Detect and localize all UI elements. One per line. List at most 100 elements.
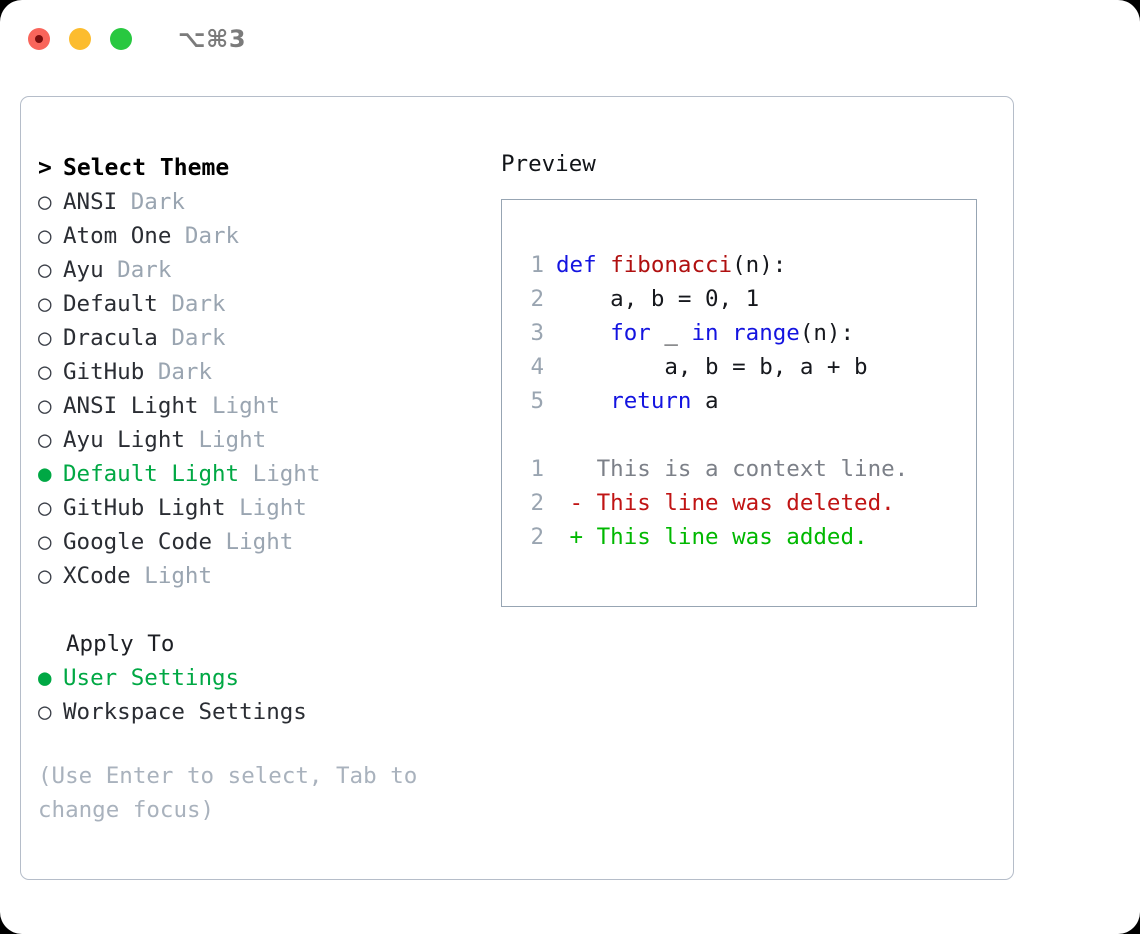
theme-option-dracula[interactable]: ○ Dracula Dark bbox=[38, 321, 478, 355]
theme-category-badge: Dark bbox=[103, 257, 172, 283]
diff-line: 2 + This line was added. bbox=[522, 520, 908, 554]
line-number: 4 bbox=[530, 354, 544, 380]
theme-option-google-code[interactable]: ○ Google Code Light bbox=[38, 525, 478, 559]
theme-option-label: XCode bbox=[63, 563, 131, 589]
code-token: def bbox=[556, 252, 611, 278]
apply-to-option-workspace-settings[interactable]: ○ Workspace Settings bbox=[38, 695, 478, 729]
code-token: fibonacci bbox=[610, 252, 733, 278]
code-line: 2 a, b = 0, 1 bbox=[522, 282, 908, 316]
radio-selected-icon: ● bbox=[38, 665, 52, 691]
theme-category-badge: Dark bbox=[157, 291, 226, 317]
theme-option-label: ANSI Light bbox=[63, 393, 199, 419]
theme-list-column: > Select Theme ○ ANSI Dark ○ Atom One Dark ○ A… bbox=[38, 151, 478, 827]
window-controls bbox=[28, 28, 132, 50]
keyboard-shortcut-label: ⌥⌘3 bbox=[178, 25, 247, 53]
diff-marker: - bbox=[556, 490, 597, 516]
code-line: 5 return a bbox=[522, 384, 908, 418]
prompt-marker: > bbox=[38, 155, 52, 181]
code-token: in bbox=[691, 320, 719, 346]
theme-category-badge: Dark bbox=[144, 359, 213, 385]
theme-option-label: Ayu bbox=[63, 257, 104, 283]
radio-unselected-icon: ○ bbox=[38, 427, 52, 453]
code-token: a, b = b, a + b bbox=[556, 354, 868, 380]
theme-option-ansi-light[interactable]: ○ANSI Light Light bbox=[38, 389, 478, 423]
theme-option-github-light[interactable]: ○ GitHub Light Light bbox=[38, 491, 478, 525]
theme-category-badge: Dark bbox=[157, 325, 226, 351]
theme-option-github[interactable]: ○ GitHub Dark bbox=[38, 355, 478, 389]
radio-unselected-icon: ○ bbox=[38, 189, 52, 215]
close-icon bbox=[35, 35, 43, 43]
diff-line-text: This line was deleted. bbox=[596, 490, 895, 516]
theme-category-badge: Light bbox=[130, 563, 213, 589]
theme-option-atom-one[interactable]: ○ Atom One Dark bbox=[38, 219, 478, 253]
code-token bbox=[556, 388, 610, 414]
theme-option-label: ANSI bbox=[63, 189, 118, 215]
diff-marker: + bbox=[556, 524, 597, 550]
radio-unselected-icon: ○ bbox=[38, 291, 52, 317]
page-title: Select Theme bbox=[63, 155, 230, 181]
spacer bbox=[38, 593, 478, 627]
line-number: 3 bbox=[530, 320, 544, 346]
radio-unselected-icon: ○ bbox=[38, 699, 52, 725]
apply-to-option-user-settings[interactable]: ● User Settings bbox=[38, 661, 478, 695]
radio-unselected-icon: ○ bbox=[38, 257, 52, 283]
theme-option-default-light[interactable]: ●Default Light Light bbox=[38, 457, 478, 491]
preview-heading: Preview bbox=[501, 151, 596, 177]
apply-to-options-list[interactable]: ● User Settings ○ Workspace Settings bbox=[38, 661, 478, 729]
apply-to-option-label: Workspace Settings bbox=[63, 699, 307, 725]
theme-category-badge: Light bbox=[212, 529, 294, 555]
code-token: a, b = 0, 1 bbox=[556, 286, 760, 312]
radio-selected-icon: ● bbox=[38, 461, 52, 487]
code-diff-separator bbox=[522, 418, 908, 452]
theme-option-ayu[interactable]: ○ Ayu Dark bbox=[38, 253, 478, 287]
apply-to-option-label: User Settings bbox=[63, 665, 240, 691]
code-token: (n): bbox=[799, 320, 855, 346]
minimize-button[interactable] bbox=[69, 28, 91, 50]
theme-option-label: Ayu Light bbox=[63, 427, 185, 453]
keyboard-hint-text: (Use Enter to select, Tab to change focu… bbox=[38, 763, 418, 823]
diff-line-number: 2 bbox=[530, 490, 544, 516]
theme-option-ayu-light[interactable]: ○ Ayu Light Light bbox=[38, 423, 478, 457]
radio-unselected-icon: ○ bbox=[38, 495, 52, 521]
theme-options-list[interactable]: ○ ANSI Dark ○ Atom One Dark ○ Ayu Dark ○ Defaul… bbox=[38, 185, 478, 593]
radio-unselected-icon: ○ bbox=[38, 325, 52, 351]
radio-unselected-icon: ○ bbox=[38, 529, 52, 555]
theme-option-xcode[interactable]: ○XCode Light bbox=[38, 559, 478, 593]
theme-option-default[interactable]: ○ Default Dark bbox=[38, 287, 478, 321]
maximize-button[interactable] bbox=[110, 28, 132, 50]
code-token: a bbox=[691, 388, 719, 414]
code-token: range bbox=[732, 320, 800, 346]
radio-unselected-icon: ○ bbox=[38, 223, 52, 249]
theme-option-label: Default Light bbox=[63, 461, 240, 487]
theme-option-label: Default bbox=[63, 291, 158, 317]
theme-option-label: Atom One bbox=[63, 223, 172, 249]
theme-option-label: Dracula bbox=[63, 325, 158, 351]
code-token: return bbox=[610, 388, 692, 414]
theme-category-badge: Light bbox=[225, 495, 307, 521]
theme-option-ansi[interactable]: ○ ANSI Dark bbox=[38, 185, 478, 219]
select-theme-header: > Select Theme bbox=[38, 151, 478, 185]
code-token bbox=[556, 320, 610, 346]
diff-line-text: This is a context line. bbox=[596, 456, 909, 482]
code-line: 3 for _ in range(n): bbox=[522, 316, 908, 350]
apply-to-header: Apply To bbox=[66, 631, 175, 657]
diff-line-number: 2 bbox=[530, 524, 544, 550]
radio-unselected-icon: ○ bbox=[38, 359, 52, 385]
theme-category-badge: Light bbox=[184, 427, 267, 453]
theme-option-label: Google Code bbox=[63, 529, 213, 555]
theme-option-label: GitHub bbox=[63, 359, 145, 385]
radio-unselected-icon: ○ bbox=[38, 393, 52, 419]
main-panel: > Select Theme ○ ANSI Dark ○ Atom One Dark ○ A… bbox=[20, 96, 1014, 880]
theme-category-badge: Dark bbox=[171, 223, 240, 249]
diff-line-text: This line was added. bbox=[596, 524, 868, 550]
code-token: for bbox=[610, 320, 651, 346]
code-token bbox=[719, 320, 733, 346]
theme-option-label: GitHub Light bbox=[63, 495, 226, 521]
theme-category-badge: Dark bbox=[117, 189, 185, 215]
code-line: 4 a, b = b, a + b bbox=[522, 350, 908, 384]
close-button[interactable] bbox=[28, 28, 50, 50]
